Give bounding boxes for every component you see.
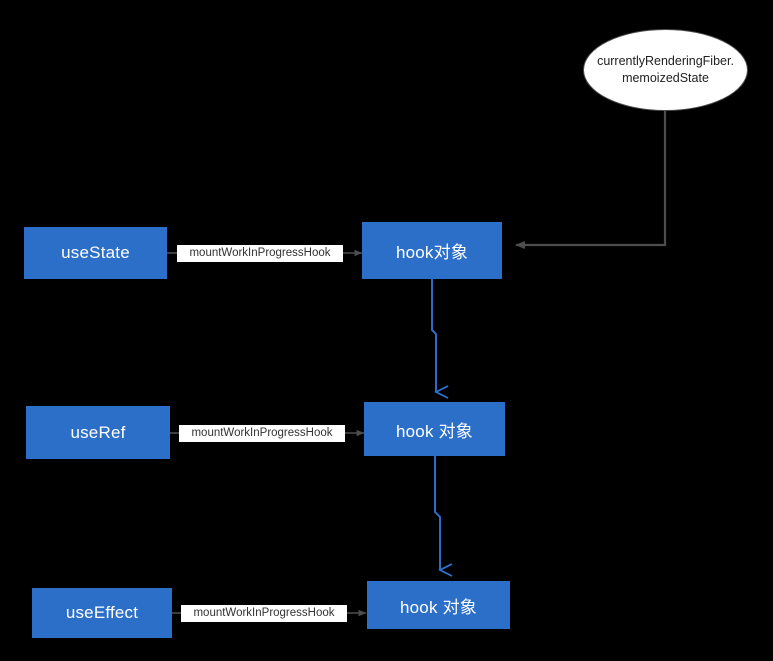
ellipse-label-line1: currentlyRenderingFiber. (597, 54, 734, 68)
connector-hook1-to-hook2 (431, 279, 436, 392)
node-hook-object-2[interactable]: hook 对象 (364, 402, 505, 456)
edge-label-useref: mountWorkInProgressHook (179, 425, 345, 442)
connector-hook2-to-hook3 (434, 456, 440, 570)
node-useref[interactable]: useRef (26, 406, 170, 459)
node-useeffect[interactable]: useEffect (32, 588, 172, 638)
node-currently-rendering-fiber[interactable]: currentlyRenderingFiber. memoizedState (583, 29, 748, 111)
ellipse-label: currentlyRenderingFiber. memoizedState (585, 53, 746, 87)
node-hook-object-3[interactable]: hook 对象 (367, 581, 510, 629)
ellipse-label-line2: memoizedState (622, 71, 709, 85)
edge-label-usestate: mountWorkInProgressHook (177, 245, 343, 262)
node-usestate[interactable]: useState (24, 227, 167, 279)
edge-label-useeffect: mountWorkInProgressHook (181, 605, 347, 622)
connector-fiber-to-hook1 (515, 110, 667, 249)
node-hook-object-1[interactable]: hook对象 (362, 222, 502, 279)
